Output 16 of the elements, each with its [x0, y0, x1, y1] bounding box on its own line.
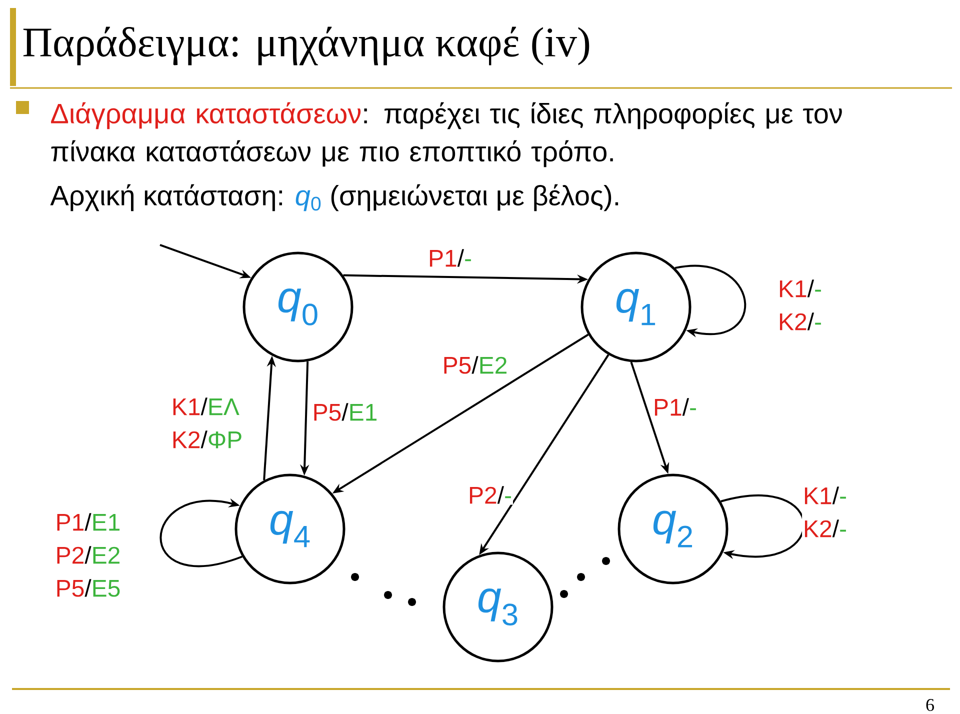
edge-label: P5/E1	[311, 402, 379, 422]
self-loop-arrow	[720, 494, 805, 560]
edge-label: K1/- K2/-	[802, 486, 848, 538]
self-loop-arrow	[160, 498, 242, 568]
edge-label: P5/E2	[441, 355, 509, 375]
edge-label: P1/E1 P2/E2 P5/E5	[54, 512, 122, 598]
edge-label: P1/-	[427, 248, 474, 268]
bullet-text: Αρχική κατάσταση: q$_{0}$ (σημειώνεται με βέλος).	[50, 184, 618, 212]
page-number: 6	[926, 698, 934, 712]
self-loop-arrow	[674, 264, 746, 338]
edge-label: K1/ΕΛ K2/ΦΡ	[170, 396, 244, 450]
bullet-text: Διάγραμμα καταστάσεων: παρέχει τις ίδιες πληροφορίες με τον πίνακα καταστάσεων με πιο εποπτικό τρόπο.	[51, 102, 842, 168]
edge-label: P2/-	[467, 485, 514, 505]
edge-label: K1/- K2/-	[777, 278, 824, 332]
edge-label: P1/-	[652, 397, 698, 417]
title: Παράδειγμα: μηχάνημα καφέ (iv)	[23, 26, 590, 66]
